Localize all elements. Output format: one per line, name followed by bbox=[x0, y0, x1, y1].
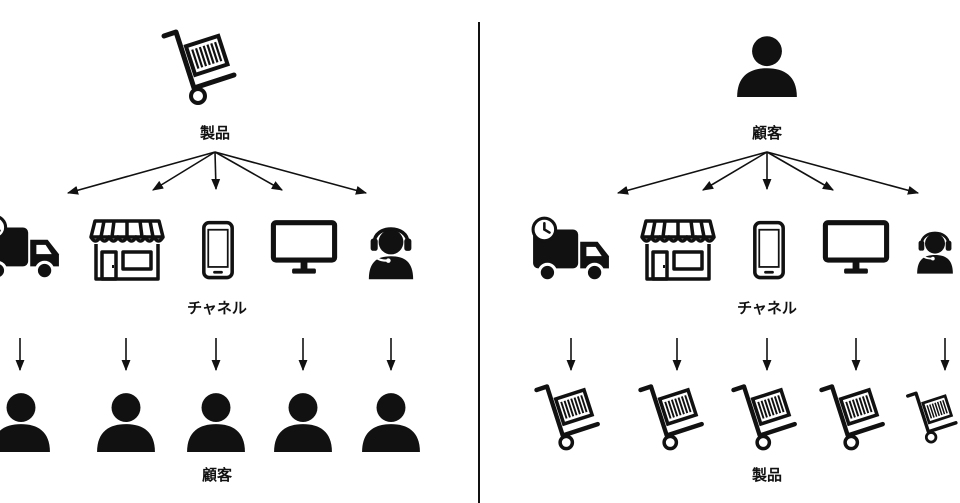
monitor-icon bbox=[825, 223, 886, 274]
person-icon bbox=[362, 393, 420, 452]
cart-icon bbox=[734, 387, 795, 449]
cart-icon bbox=[908, 393, 956, 442]
person-icon bbox=[187, 393, 245, 452]
left-panel: 製品 チャネル bbox=[0, 32, 420, 484]
left-bottom-label: 顧客 bbox=[202, 466, 233, 484]
cart-icon bbox=[822, 387, 883, 449]
right-middle-label: チャネル bbox=[737, 299, 797, 317]
right-bottom-label: 製品 bbox=[751, 466, 782, 484]
left-down-arrows bbox=[15, 338, 396, 372]
right-product-icons bbox=[537, 387, 956, 449]
fan-arrow bbox=[211, 151, 221, 191]
delivery-truck-icon bbox=[0, 214, 61, 281]
person-icon bbox=[737, 36, 797, 97]
right-top-label: 顧客 bbox=[752, 124, 783, 142]
fan-arrow bbox=[616, 151, 768, 195]
left-top-label: 製品 bbox=[199, 124, 230, 142]
fan-arrow bbox=[766, 151, 920, 195]
person-icon bbox=[97, 393, 155, 452]
fan-arrow bbox=[152, 151, 216, 191]
storefront-icon bbox=[640, 219, 716, 281]
fan-arrow bbox=[214, 151, 368, 195]
monitor-icon bbox=[273, 223, 334, 274]
left-fan-arrows bbox=[66, 151, 368, 195]
person-icon bbox=[0, 393, 50, 452]
right-channel-icons bbox=[531, 216, 955, 283]
smartphone-icon bbox=[752, 220, 786, 280]
fan-arrow bbox=[702, 151, 768, 191]
person-icon bbox=[274, 393, 332, 452]
left-customer-icons bbox=[0, 393, 420, 452]
smartphone-icon bbox=[201, 220, 235, 280]
right-panel: 顧客 チャネル bbox=[531, 36, 956, 484]
cart-icon bbox=[537, 387, 598, 449]
right-fan-arrows bbox=[616, 151, 920, 195]
call-center-operator-icon bbox=[915, 231, 955, 276]
left-channel-icons bbox=[0, 214, 415, 282]
right-down-arrows bbox=[566, 338, 950, 372]
fan-arrow bbox=[214, 151, 283, 191]
call-center-operator-icon bbox=[367, 227, 415, 282]
delivery-truck-icon bbox=[531, 216, 611, 283]
fan-arrow bbox=[766, 151, 834, 191]
cart-icon bbox=[164, 32, 234, 103]
fan-arrow bbox=[66, 151, 216, 195]
left-middle-label: チャネル bbox=[187, 299, 247, 317]
storefront-icon bbox=[89, 219, 165, 281]
cart-icon bbox=[641, 387, 702, 449]
